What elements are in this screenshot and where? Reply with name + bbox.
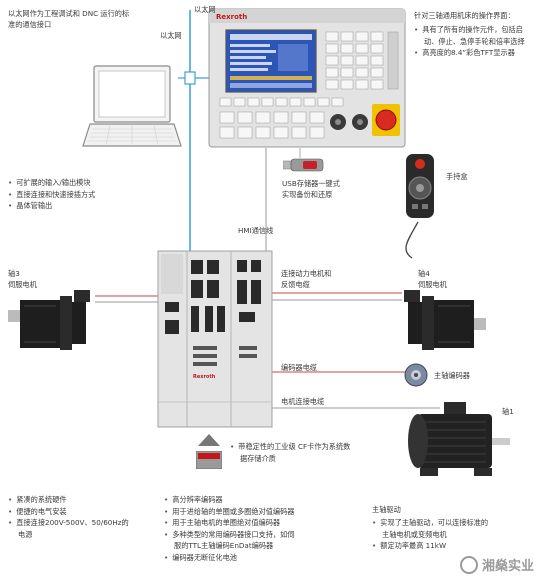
drive-feature-item: 便捷的电气安装 (8, 506, 129, 518)
drive-feature-item: 紧凑的系统硬件 (8, 494, 129, 506)
cf-card-arrow (198, 434, 220, 446)
encoder-feature-item-cont: 服的TTL主轴编码EnDat编码器 (174, 541, 274, 550)
spindle-encoder-label: 主轴编码器 (434, 371, 470, 380)
axis1-label: 轴1 (502, 407, 514, 416)
cf-note-line-2: 据存储介质 (240, 453, 276, 463)
handwheel-pendant (406, 154, 434, 218)
ethernet-label-left: 以太网 (160, 31, 182, 40)
encoder-features: 高分辨率编码器 用于进给轴的单圈或多圈绝对值编码器 用于主轴电机的单圈绝对值编码… (164, 494, 294, 563)
motor-cable-label: 电机连接电缆 (281, 397, 325, 406)
ethernet-label-right: 以太网 (194, 5, 216, 14)
spindle-drive-features: 主轴驱动 实现了主轴驱动，可以连接标准的 主轴电机或变频电机 额定功率最高 11… (372, 504, 488, 552)
axis3-label-line-1: 轴3 (8, 269, 20, 278)
spindle-drive-title: 主轴驱动 (372, 505, 401, 514)
encoder-feature-item: 多种类型的常用编码器接口支持，如伺 (164, 529, 294, 541)
encoder-feature-item: 用于进给轴的单圈或多圈绝对值编码器 (164, 506, 294, 518)
estop-button (375, 109, 397, 131)
panel-feature-item: 具有了所有的操作元件，包括启 (414, 24, 525, 36)
panel-features-title: 针对三轴通用机床的操作界面： (414, 11, 515, 20)
drive-feature-item: 直接连接200V-500V、50/60Hz的 (8, 517, 128, 529)
ethernet-note-line-2: 准的通信接口 (8, 20, 52, 29)
panel-feature-item: 高亮度的8.4”彩色TFT显示器 (414, 47, 525, 59)
power-cable-line-2: 反馈电缆 (281, 280, 310, 289)
axis1-spindle-motor (408, 402, 510, 476)
axis3-label-line-2: 伺服电机 (8, 280, 37, 289)
spindle-encoder (404, 363, 428, 387)
io-feature-item: 可扩展的输入/输出模块 (8, 177, 95, 189)
power-cable-label: 连接动力电机和 反馈电缆 (281, 268, 331, 290)
spindle-feature-item: 实现了主轴驱动，可以连接标准的 (372, 517, 488, 529)
drive-brand: Rexroth (193, 374, 216, 380)
axis3-servo-motor (8, 290, 90, 350)
handwheel-cable (405, 221, 419, 259)
watermark-text: 湘燊实业 (481, 559, 534, 574)
panel-feature-item-cont: 动、停止、急停手轮和倍率选择 (424, 36, 525, 46)
usb-stick (283, 158, 324, 172)
encoder-feature-item: 用于主轴电机的单圈绝对值编码器 (164, 517, 294, 529)
drive-feature-item-cont: 电源 (18, 529, 33, 539)
panel-features: 针对三轴通用机床的操作界面： 具有了所有的操作元件，包括启 动、停止、急停手轮和… (414, 10, 525, 59)
laptop (82, 65, 182, 147)
drive-controller: Rexroth (157, 250, 273, 428)
io-feature-item: 晶体管输出 (8, 200, 95, 212)
panel-screen (225, 29, 317, 93)
spindle-feature-item: 额定功率最高 11kW (372, 540, 488, 552)
encoder-cable-label: 编码器电缆 (281, 363, 317, 372)
axis4-servo-motor (404, 290, 486, 350)
panel-brand: Rexroth (216, 13, 247, 21)
watermark: 湘燊实业 (459, 555, 534, 574)
cf-note-line-1: 带稳定性的工业级 CF卡作为系统数 (230, 441, 350, 453)
axis3-label: 轴3 伺服电机 (8, 268, 37, 290)
cf-note: 带稳定性的工业级 CF卡作为系统数 据存储介质 (230, 441, 350, 464)
spindle-feature-item-cont: 主轴电机或变频电机 (382, 529, 447, 539)
cf-card (196, 451, 222, 469)
axis4-label: 轴4 伺服电机 (418, 268, 447, 290)
io-features: 可扩展的输入/输出模块 直接连接和快速接插方式 晶体管输出 (8, 177, 95, 212)
usb-note-line-2: 实现备份和还原 (282, 190, 333, 199)
usb-note-line-1: USB存储器一键式 (282, 179, 340, 188)
encoder-feature-item: 高分辨率编码器 (164, 494, 294, 506)
operator-panel: Rexroth (208, 8, 406, 148)
ethernet-note-line-1: 以太网作为工程调试和 DNC 运行的标 (8, 9, 130, 18)
io-feature-item: 直接连接和快速接插方式 (8, 189, 95, 201)
drive-features: 紧凑的系统硬件 便捷的电气安装 直接连接200V-500V、50/60Hz的 电… (8, 494, 129, 540)
power-cable-line-1: 连接动力电机和 (281, 269, 332, 278)
handwheel-label: 手持盒 (446, 172, 468, 181)
watermark-logo-icon (459, 555, 478, 574)
axis4-label-line-2: 伺服电机 (418, 280, 447, 289)
ethernet-junction (184, 71, 196, 85)
encoder-feature-item: 编码器无断征化电池 (164, 552, 294, 564)
ethernet-note: 以太网作为工程调试和 DNC 运行的标 准的通信接口 (8, 8, 129, 30)
axis4-label-line-1: 轴4 (418, 269, 430, 278)
hmi-bus-label: HMI通信线 (238, 226, 274, 235)
usb-note: USB存储器一键式 实现备份和还原 (282, 178, 340, 200)
